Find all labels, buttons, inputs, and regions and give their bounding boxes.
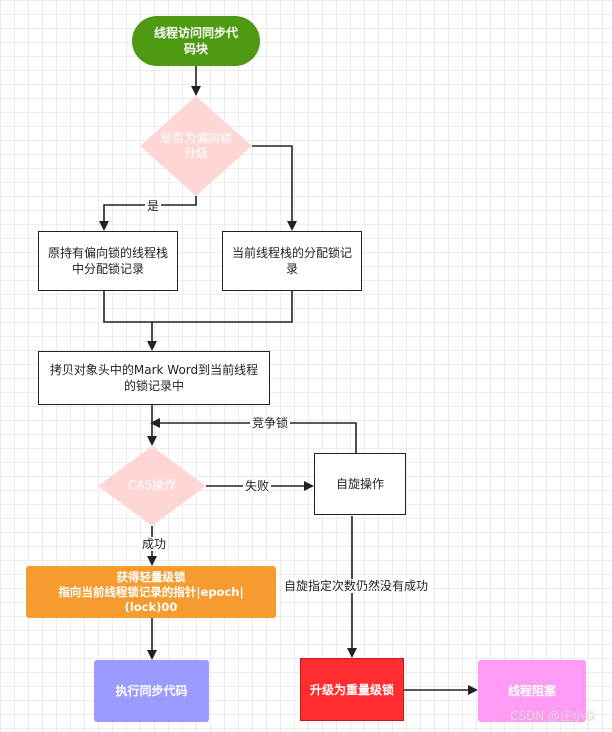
edge-label-yes: 是 bbox=[145, 199, 162, 213]
current-stack-label: 当前线程栈的分配锁记录 bbox=[231, 246, 352, 276]
edge-current-stack-down bbox=[152, 290, 293, 323]
thread-blocked-label: 线程阻塞 bbox=[507, 684, 556, 698]
bias-stack-label: 原持有偏向锁的线程栈中分配锁记录 bbox=[47, 246, 168, 276]
edge-spin-contend bbox=[150, 418, 357, 453]
start-node-label: 线程访问同步代码块 bbox=[153, 26, 238, 56]
bias-stack-node: 原持有偏向锁的线程栈中分配锁记录 bbox=[38, 231, 178, 291]
heavyweight-lock-label: 升级为重量级锁 bbox=[309, 682, 394, 697]
copy-mark-word-label: 拷贝对象头中的Mark Word到当前线程的锁记录中 bbox=[49, 363, 259, 393]
edge-decision-no bbox=[252, 145, 297, 231]
watermark: CSDN @庄小焱 bbox=[509, 709, 596, 723]
lightweight-lock-node: 获得轻量级锁 指向当前线程锁记录的指针|epoch|(lock)00 bbox=[26, 566, 276, 618]
lightweight-lock-detail: 指向当前线程锁记录的指针|epoch|(lock)00 bbox=[58, 584, 244, 614]
lightweight-lock-title: 获得轻量级锁 bbox=[116, 569, 186, 584]
edge-label-contend: 竞争锁 bbox=[250, 416, 291, 430]
copy-mark-word-node: 拷贝对象头中的Mark Word到当前线程的锁记录中 bbox=[38, 351, 270, 405]
cas-label: CAS操作 bbox=[127, 478, 177, 492]
edge-label-success: 成功 bbox=[140, 537, 169, 551]
current-stack-node: 当前线程栈的分配锁记录 bbox=[222, 231, 362, 291]
thread-blocked-node: 线程阻塞 bbox=[478, 660, 586, 722]
edge-label-fail: 失败 bbox=[243, 479, 272, 493]
execute-sync-node: 执行同步代码 bbox=[94, 660, 209, 722]
start-node: 线程访问同步代码块 bbox=[132, 16, 260, 66]
decision-bias-label: 是否为偏向锁升级 bbox=[160, 131, 233, 160]
decision-bias-diamond bbox=[140, 96, 252, 196]
edge-label-spin-limit: 自旋指定次数仍然没有成功 bbox=[282, 579, 431, 593]
execute-sync-label: 执行同步代码 bbox=[115, 684, 188, 698]
spin-label: 自旋操作 bbox=[335, 477, 384, 491]
spin-node: 自旋操作 bbox=[314, 453, 406, 515]
heavyweight-lock-node: 升级为重量级锁 bbox=[300, 658, 404, 721]
cas-diamond bbox=[98, 446, 206, 526]
edge-bias-stack-down bbox=[103, 290, 152, 323]
